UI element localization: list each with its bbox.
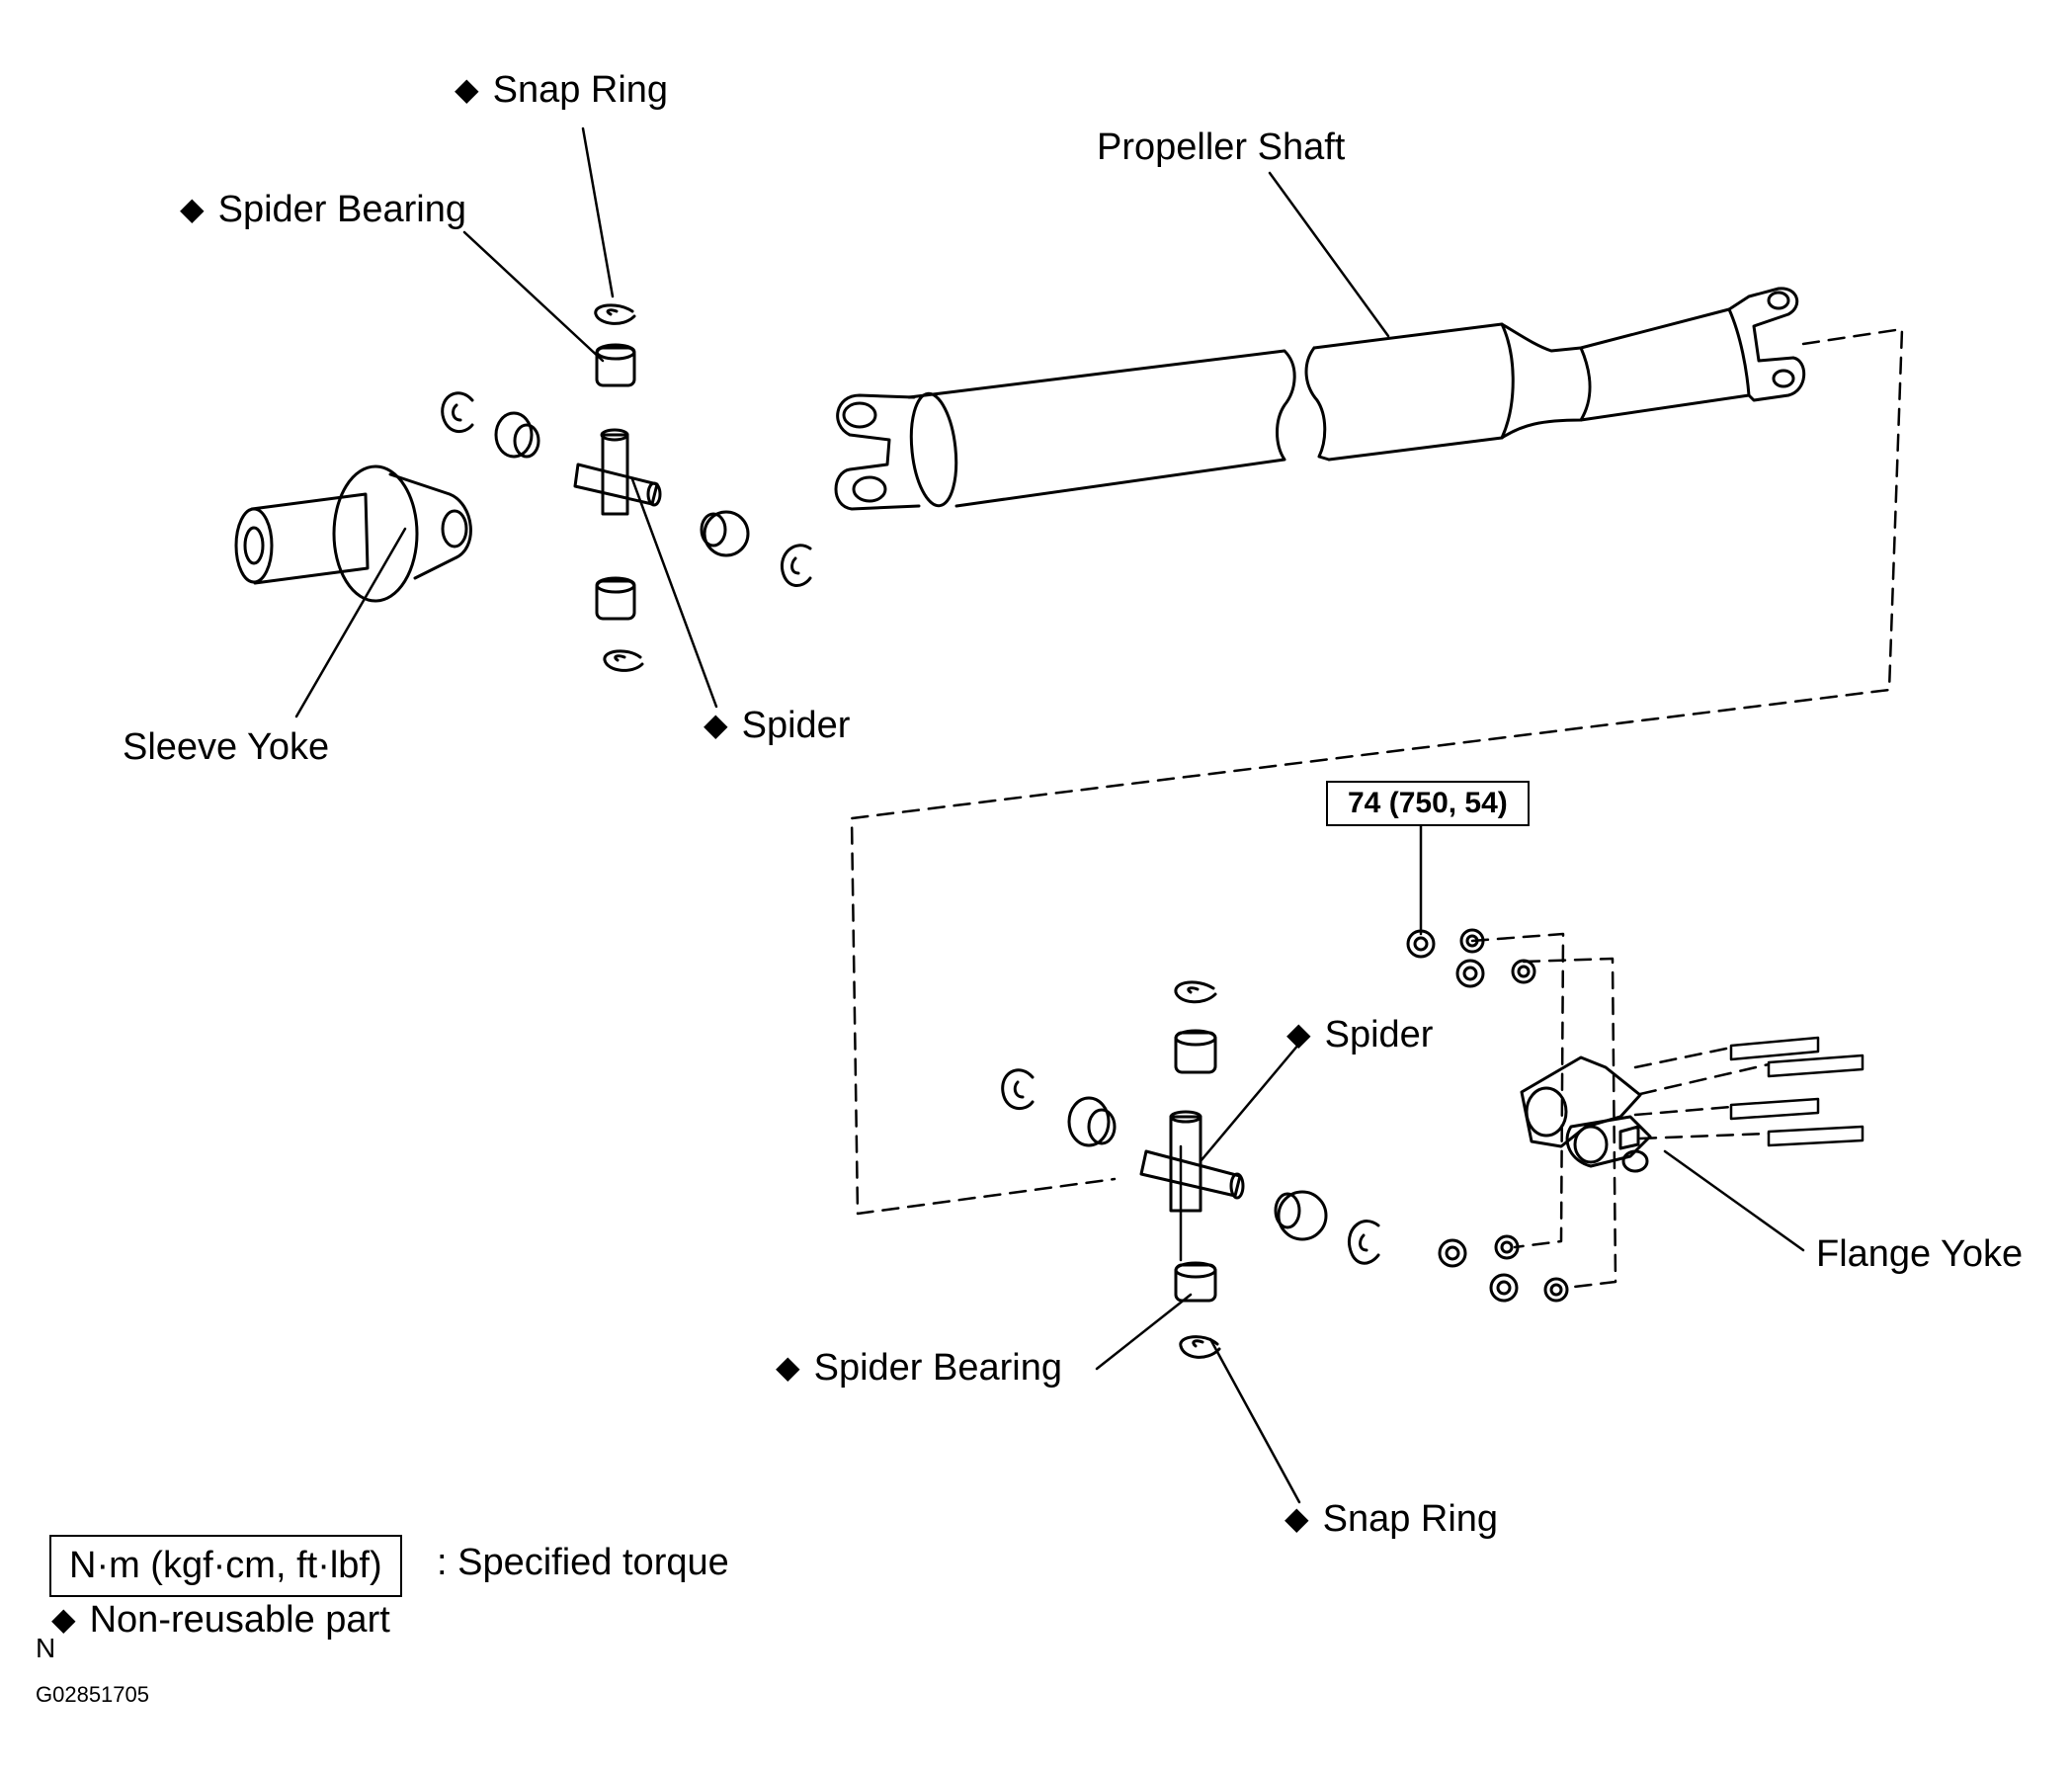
- non-reusable-diamond: ◆: [180, 191, 205, 226]
- flange-yoke: [1520, 1055, 1652, 1173]
- spider-bottom-label: ◆Spider: [1286, 1014, 1434, 1055]
- propeller-shaft: [834, 287, 1806, 511]
- non-reusable-diamond: ◆: [704, 707, 728, 742]
- legend-non-reusable: ◆Non-reusable part: [51, 1599, 390, 1641]
- footer-mark: N: [36, 1633, 56, 1663]
- spider-top-label: ◆Spider: [704, 705, 851, 746]
- non-reusable-diamond: ◆: [1286, 1016, 1311, 1052]
- non-reusable-diamond: ◆: [776, 1349, 800, 1385]
- spider-bearing-bottom-label: ◆Spider Bearing: [776, 1347, 1062, 1389]
- leader-lines: [294, 126, 1805, 1504]
- snap-ring-top-label: ◆Snap Ring: [455, 69, 669, 111]
- non-reusable-diamond: ◆: [51, 1601, 76, 1637]
- legend-torque-text: : Specified torque: [437, 1542, 729, 1583]
- figure-code: G02851705: [36, 1682, 149, 1707]
- sleeve-yoke: [234, 464, 472, 603]
- flange-yoke-label: Flange Yoke: [1816, 1233, 2024, 1275]
- snap-ring-bottom-label: ◆Snap Ring: [1285, 1498, 1499, 1540]
- bolts: [1729, 1036, 1865, 1147]
- nuts-and-washers: [1406, 928, 1569, 1303]
- non-reusable-diamond: ◆: [455, 71, 479, 107]
- torque-spec-box: 74 (750, 54): [1326, 781, 1530, 826]
- sleeve-yoke-label: Sleeve Yoke: [123, 726, 330, 768]
- dashed-alignment-lines: [850, 327, 1904, 1290]
- spider-bearing-top-label: ◆Spider Bearing: [180, 189, 466, 230]
- propeller-shaft-label: Propeller Shaft: [1097, 126, 1346, 168]
- non-reusable-diamond: ◆: [1285, 1500, 1309, 1536]
- upper-universal-joint: [441, 303, 812, 672]
- lower-universal-joint: [1001, 980, 1380, 1359]
- legend-torque-units-box: N·m (kgf·cm, ft·lbf): [49, 1535, 402, 1597]
